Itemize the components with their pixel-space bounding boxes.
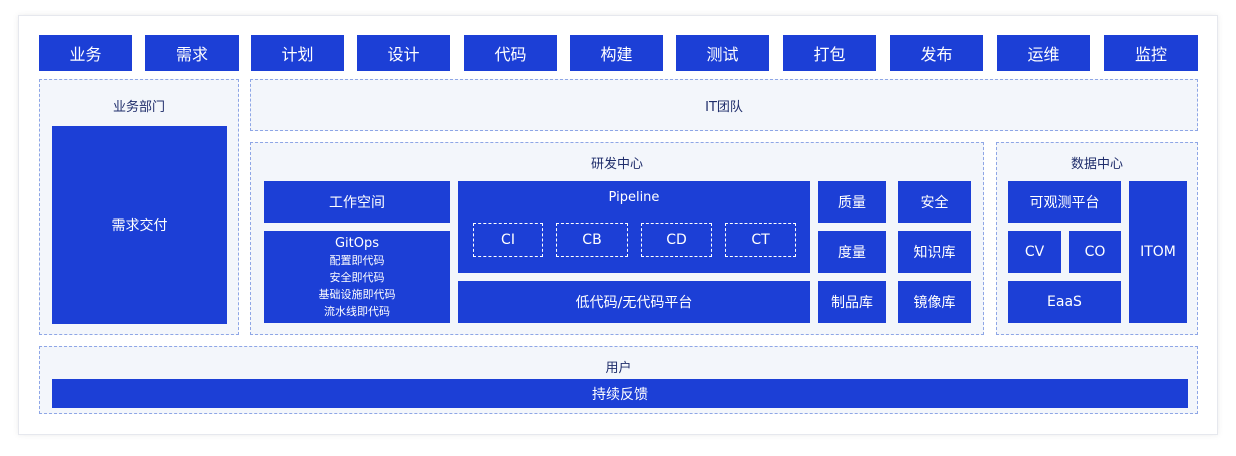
pipeline-cd-box: CD	[641, 223, 712, 257]
stage-monitoring: 监控	[1104, 35, 1198, 71]
business-department-title: 业务部门	[112, 100, 165, 115]
pipeline-block: Pipeline CI CB CD CT	[458, 181, 810, 273]
users-title: 用户	[605, 361, 632, 376]
artifact-repo-block: 制品库	[818, 281, 886, 323]
quality-block: 质量	[818, 181, 886, 223]
rd-center-zone: 研发中心 工作空间 GitOps 配置即代码 安全即代码 基础设施即代码 流水线…	[250, 142, 984, 335]
rd-center-title: 研发中心	[590, 157, 643, 172]
stage-package: 打包	[783, 35, 876, 71]
continuous-feedback-bar: 持续反馈	[52, 379, 1188, 408]
stage-code: 代码	[464, 35, 557, 71]
stage-business: 业务	[39, 35, 132, 71]
metrics-block: 度量	[818, 231, 886, 273]
stage-operations: 运维	[997, 35, 1090, 71]
co-block: CO	[1069, 231, 1121, 273]
security-block: 安全	[898, 181, 971, 223]
observability-platform-block: 可观测平台	[1008, 181, 1121, 223]
it-team-title: IT团队	[705, 100, 743, 115]
business-department-zone: 业务部门 需求交付	[39, 79, 239, 335]
users-zone: 用户 持续反馈	[39, 346, 1198, 414]
eaas-block: EaaS	[1008, 281, 1121, 323]
cv-block: CV	[1008, 231, 1061, 273]
lowcode-platform-block: 低代码/无代码平台	[458, 281, 810, 323]
stage-requirements: 需求	[145, 35, 239, 71]
pipeline-ct-box: CT	[725, 223, 796, 257]
stage-design: 设计	[357, 35, 450, 71]
gitops-pipeline-as-code: 流水线即代码	[324, 304, 390, 318]
stage-release: 发布	[890, 35, 983, 71]
stage-build: 构建	[570, 35, 663, 71]
gitops-infrastructure-as-code: 基础设施即代码	[318, 287, 396, 301]
stage-planning: 计划	[251, 35, 344, 71]
gitops-block: GitOps 配置即代码 安全即代码 基础设施即代码 流水线即代码	[264, 231, 450, 323]
data-center-zone: 数据中心 可观测平台 CV CO EaaS ITOM	[996, 142, 1198, 335]
pipeline-cb-box: CB	[556, 223, 628, 257]
pipeline-title: Pipeline	[608, 190, 660, 205]
gitops-title: GitOps	[334, 235, 380, 251]
gitops-config-as-code: 配置即代码	[329, 253, 385, 267]
architecture-diagram: 业务 需求 计划 设计 代码 构建 测试 打包 发布 运维 监控 业务部门 需求…	[18, 15, 1218, 435]
image-registry-block: 镜像库	[898, 281, 971, 323]
itom-block: ITOM	[1129, 181, 1187, 323]
data-center-title: 数据中心	[1070, 157, 1123, 172]
pipeline-ci-box: CI	[473, 223, 543, 257]
workspace-block: 工作空间	[264, 181, 450, 223]
knowledge-base-block: 知识库	[898, 231, 971, 273]
stage-test: 测试	[676, 35, 769, 71]
gitops-security-as-code: 安全即代码	[329, 270, 385, 284]
requirement-delivery-block: 需求交付	[52, 126, 227, 324]
it-team-zone: IT团队	[250, 79, 1198, 131]
